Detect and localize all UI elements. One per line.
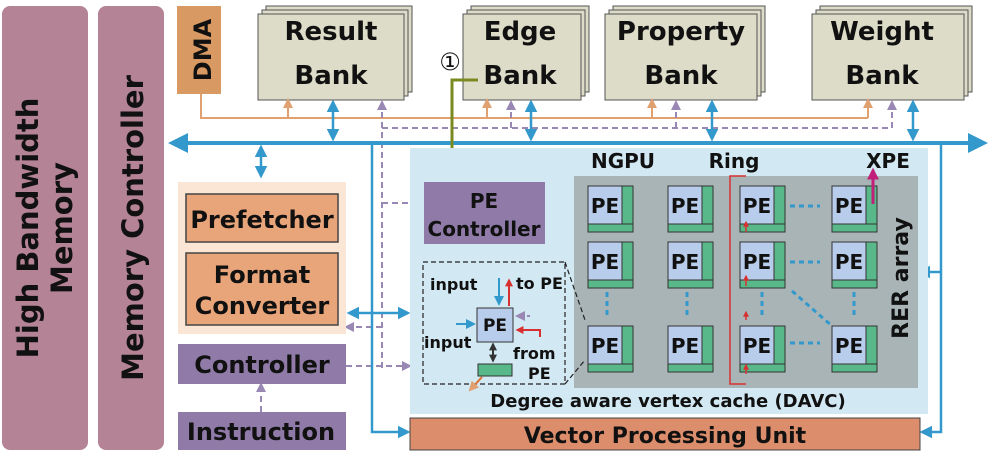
weight-bank-line2: Bank <box>845 61 919 91</box>
pe-label: PE <box>835 194 863 218</box>
pe-cell: PE <box>739 241 786 289</box>
xpe-label: XPE <box>866 149 910 173</box>
vpu-label: Vector Processing Unit <box>524 424 807 449</box>
pe-label: PE <box>671 250 699 274</box>
pe-detail-inset <box>422 261 566 385</box>
pe-cell: PE <box>831 241 878 289</box>
format-converter-line2: Converter <box>195 292 330 320</box>
edge-bank: Edge Bank <box>462 5 590 101</box>
result-bank-line1: Result <box>285 17 378 47</box>
pe-cell: PE <box>667 185 714 233</box>
inset-zoom-line-1 <box>564 261 586 321</box>
step-1-marker: ① <box>439 48 461 76</box>
inset-input-left: input <box>424 333 472 352</box>
pe-label: PE <box>591 194 619 218</box>
pe-label: PE <box>743 334 771 358</box>
pe-cell: PE <box>831 325 878 373</box>
pe-label: PE <box>743 250 771 274</box>
edge-bank-line2: Bank <box>483 61 557 91</box>
hbm-label-2: Memory <box>45 162 79 294</box>
pe-cell: PE <box>587 185 634 233</box>
pe-label: PE <box>743 194 771 218</box>
pe-cell: PE <box>587 325 634 373</box>
controller-label: Controller <box>194 351 330 379</box>
edge-bank-line1: Edge <box>484 17 557 47</box>
pe-cell: PE <box>667 241 714 289</box>
prefetcher-label: Prefetcher <box>190 206 333 234</box>
vector-processing-unit <box>409 417 921 451</box>
pe-label: PE <box>835 334 863 358</box>
pe-cell: PE <box>587 241 634 289</box>
dma-label: DMA <box>189 18 217 81</box>
davc-label: Degree aware vertex cache (DAVC) <box>490 391 845 412</box>
property-bank-line2: Bank <box>644 61 718 91</box>
property-bank-line1: Property <box>617 17 745 47</box>
pe-cell: PE <box>739 325 786 373</box>
inset-input-top: input <box>430 275 478 294</box>
format-converter-block <box>185 252 339 326</box>
controller-block <box>178 344 346 384</box>
dma-links <box>200 94 873 119</box>
ring-label: Ring <box>709 149 760 173</box>
pe-grid: PE PE PE PE PE PE PE PE PE PE PE PE <box>587 185 878 373</box>
inset-to-pe: to PE <box>516 274 563 293</box>
weight-bank-line1: Weight <box>830 17 934 47</box>
weight-bank: Weight Bank <box>811 5 973 101</box>
inset-zoom-line-2 <box>564 359 586 385</box>
hbm-block <box>2 6 88 450</box>
pe-controller-line1: PE <box>470 189 498 213</box>
property-bank: Property Bank <box>604 5 766 101</box>
pe-label: PE <box>835 250 863 274</box>
result-bank: Result Bank <box>257 5 413 101</box>
edge-to-controller-link <box>446 78 478 179</box>
memory-controller-block <box>98 6 164 450</box>
inset-pe-label: PE <box>483 316 507 336</box>
inset-pe-block <box>476 307 514 343</box>
inset-arrows <box>456 278 541 392</box>
pe-label: PE <box>591 250 619 274</box>
pe-label: PE <box>591 334 619 358</box>
format-converter-line1: Format <box>214 261 310 289</box>
ring-interconnect <box>729 175 749 385</box>
instruction-block <box>178 412 346 450</box>
pe-ellipsis <box>605 204 856 345</box>
inset-from: from <box>513 344 556 363</box>
result-bank-line2: Bank <box>294 61 368 91</box>
pe-controller-line2: Controller <box>428 217 541 241</box>
pe-controller-block <box>424 182 545 244</box>
pe-cell: PE <box>831 185 878 233</box>
ngpu-label: NGPU <box>591 149 655 173</box>
rer-array-label: RER array <box>889 217 914 339</box>
prefetcher-block <box>185 193 339 243</box>
dma-block <box>177 6 221 94</box>
instruction-label: Instruction <box>187 418 335 446</box>
pe-label: PE <box>671 334 699 358</box>
inset-pe-below: PE <box>528 364 551 383</box>
bus-links <box>254 99 943 439</box>
pe-cell: PE <box>739 185 786 233</box>
pe-label: PE <box>671 194 699 218</box>
inset-cache-block <box>477 363 513 377</box>
pe-cell: PE <box>667 325 714 373</box>
memory-controller-label: Memory Controller <box>116 74 150 380</box>
hbm-label-1: High Bandwidth <box>11 98 45 359</box>
